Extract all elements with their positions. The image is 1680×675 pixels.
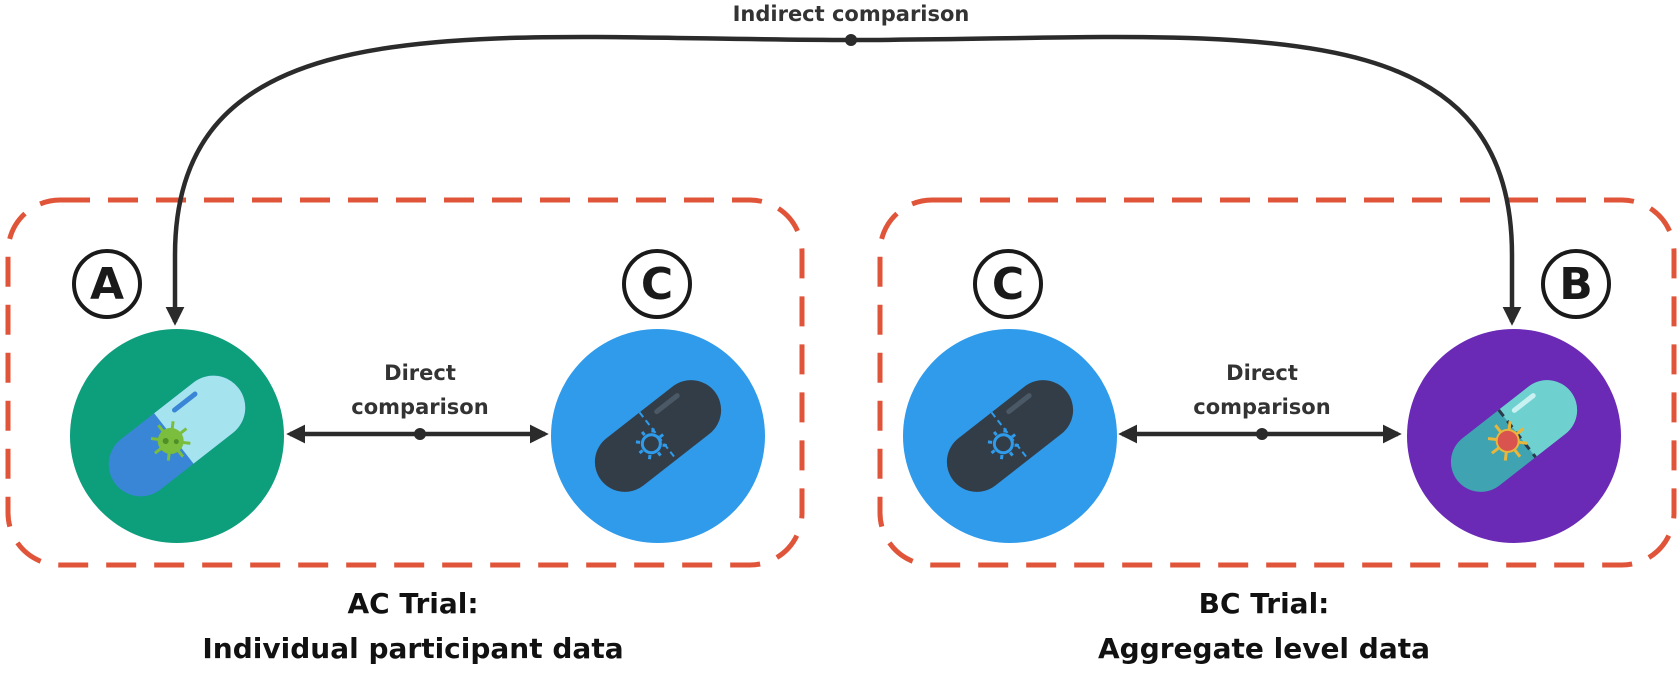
letter-c-badge-bc (973, 249, 1043, 319)
indirect-comparison-arrow (165, 34, 1522, 326)
letter-c-ac: C (641, 259, 673, 310)
bc-trial-box (877, 197, 1677, 568)
direct-midpoint-dot-ac (414, 428, 426, 440)
ac-trial-subtitle: Individual participant data (202, 632, 623, 665)
direct-label-line2-ac: comparison (351, 395, 488, 419)
bc-trial-subtitle: Aggregate level data (1098, 632, 1430, 665)
direct-label-line2-bc: comparison (1193, 395, 1330, 419)
direct-label-line1-ac: Direct (384, 361, 456, 385)
ac-trial-box (5, 197, 805, 568)
direct-midpoint-dot-bc (1256, 428, 1268, 440)
green-capsule-with-virus-icon (108, 375, 246, 497)
indirect-comparison-label: Indirect comparison (733, 2, 970, 26)
letter-c-bc: C (992, 259, 1024, 310)
direct-label-line1-bc: Direct (1226, 361, 1298, 385)
node-c-bc (903, 329, 1117, 543)
teal-capsule-with-virus-icon (1450, 380, 1578, 492)
dark-capsule-with-virus-icon (946, 380, 1074, 492)
bc-trial-title: BC Trial: (1199, 587, 1330, 620)
letter-a-badge (72, 249, 142, 319)
ac-trial-title: AC Trial: (347, 587, 478, 620)
dark-capsule-with-virus-icon (594, 380, 722, 492)
letter-c-badge-ac (622, 249, 692, 319)
letter-b-badge (1541, 249, 1611, 319)
node-a (70, 329, 284, 543)
indirect-midpoint-dot (845, 34, 857, 46)
node-b (1407, 329, 1621, 543)
letter-a: A (90, 259, 124, 310)
letter-b: B (1559, 259, 1593, 310)
node-c-ac (551, 329, 765, 543)
